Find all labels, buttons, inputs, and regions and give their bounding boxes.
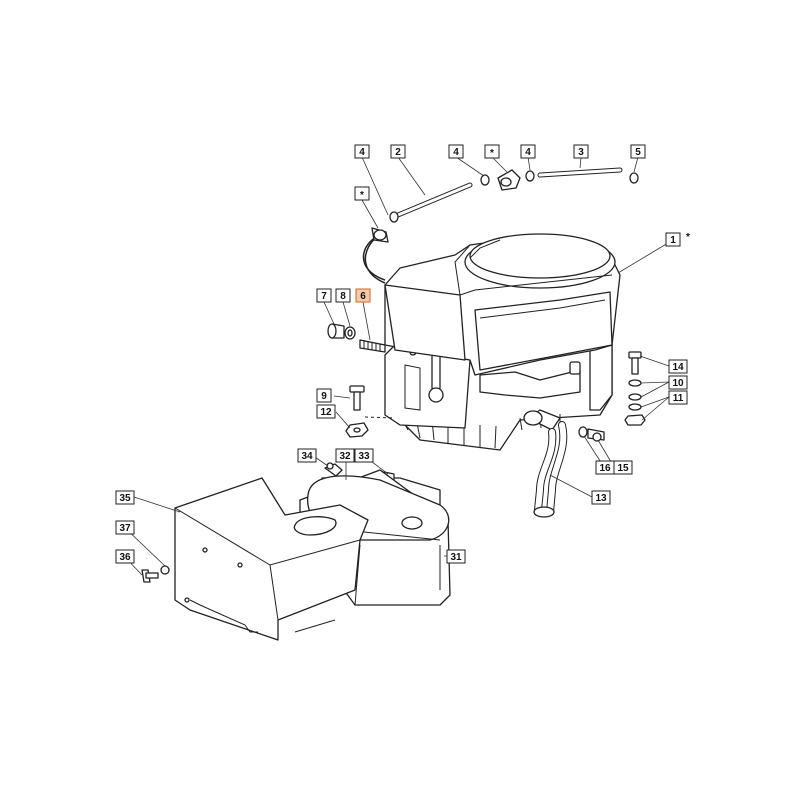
svg-text:6: 6 [360, 291, 366, 302]
callout-5: 5 [630, 144, 646, 159]
callout-9: 9 [316, 388, 332, 403]
svg-text:35: 35 [119, 493, 131, 504]
svg-text:8: 8 [340, 291, 346, 302]
callout-4c: 4 [520, 144, 536, 159]
svg-text:32: 32 [339, 451, 351, 462]
heat-shield [174, 477, 369, 641]
svg-text:2: 2 [395, 147, 401, 158]
callout-6-highlighted: 6 [355, 288, 371, 303]
callout-31: 31 [446, 549, 466, 564]
svg-text:*: * [360, 190, 364, 201]
exhaust-pipe [523, 409, 605, 518]
svg-text:37: 37 [119, 523, 131, 534]
callout-7: 7 [316, 288, 332, 303]
callout-2: 2 [390, 144, 406, 159]
svg-text:1: 1 [670, 235, 676, 246]
bolt-and-nut-9-12 [345, 385, 396, 438]
svg-text:7: 7 [321, 291, 327, 302]
callout-14: 15 [613, 460, 633, 475]
bolt-36-washer-37 [141, 565, 170, 583]
svg-text:12: 12 [320, 407, 332, 418]
svg-text:5: 5 [635, 147, 641, 158]
svg-text:3: 3 [578, 147, 584, 158]
callout-star-top: * [484, 144, 500, 159]
callout-34: 34 [297, 448, 317, 463]
callout-15: 16 [595, 460, 615, 475]
callout-4b: 4 [448, 144, 464, 159]
right-hardware [624, 351, 646, 426]
callout-labels: 4 2 4 * 4 3 5 * 1* 7 8 6 14 10 11 9 12 1… [115, 144, 690, 564]
stud-assembly [327, 323, 386, 353]
engine [384, 233, 621, 451]
callout-16: 14 [668, 359, 688, 374]
callout-11: 11 [668, 390, 688, 405]
callout-37: 37 [115, 520, 135, 535]
callout-36: 36 [115, 549, 135, 564]
svg-text:13: 13 [595, 493, 607, 504]
callout-star-left: * [354, 186, 370, 201]
svg-text:15: 15 [617, 463, 629, 474]
svg-text:4: 4 [453, 147, 459, 158]
svg-text:10: 10 [672, 378, 684, 389]
svg-text:9: 9 [321, 391, 327, 402]
svg-text:*: * [490, 148, 494, 159]
callout-12: 12 [316, 404, 336, 419]
svg-text:31: 31 [450, 552, 462, 563]
svg-text:11: 11 [673, 393, 684, 404]
svg-text:36: 36 [119, 552, 131, 563]
svg-text:*: * [686, 232, 690, 243]
callout-33: 33 [354, 448, 374, 463]
svg-text:33: 33 [358, 451, 370, 462]
fuel-line-assembly [362, 167, 639, 284]
svg-text:4: 4 [359, 147, 365, 158]
callout-1: 1* [665, 232, 690, 247]
svg-text:34: 34 [301, 451, 313, 462]
callout-32: 32 [335, 448, 355, 463]
callout-4a: 4 [354, 144, 370, 159]
callout-35: 35 [115, 490, 135, 505]
callout-10: 10 [668, 375, 688, 390]
callout-3: 3 [573, 144, 589, 159]
callout-13: 13 [591, 490, 611, 505]
callout-8: 8 [335, 288, 351, 303]
svg-text:14: 14 [672, 362, 684, 373]
svg-text:4: 4 [525, 147, 531, 158]
svg-text:16: 16 [599, 463, 611, 474]
